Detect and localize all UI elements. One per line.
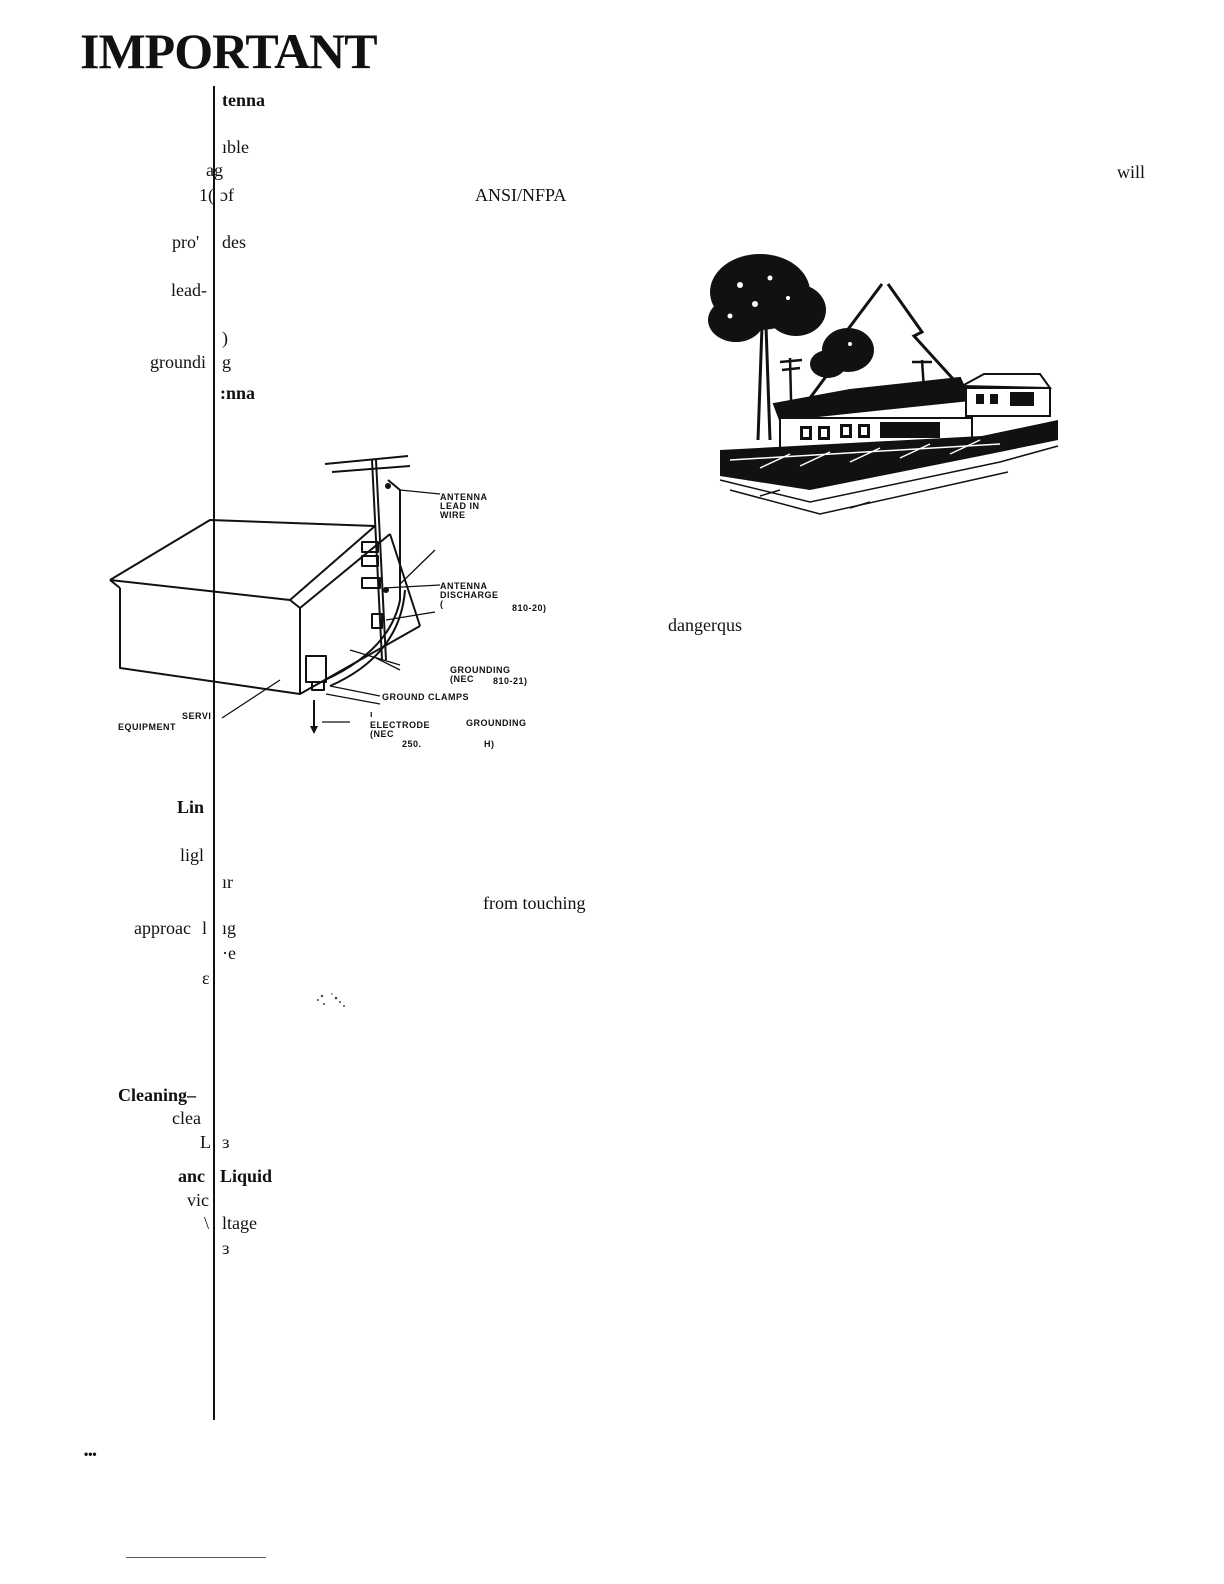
column-rule (213, 86, 215, 1420)
text-fragment-or: ır (222, 872, 233, 892)
label-electrode-2: (NEC (370, 729, 394, 739)
label-discharge-3: ( (440, 599, 444, 609)
label-antenna-lead-1: ANTENNA (440, 492, 488, 502)
text-fragment-and: anc (178, 1166, 205, 1186)
text-fragment-vic: vic (187, 1190, 209, 1210)
lightning-house-illustration (708, 254, 1059, 515)
text-fragment-paren: ) (222, 328, 228, 348)
label-electrode-1: ELECTRODE (370, 720, 431, 730)
label-discharge-1: ANTENNA (440, 581, 488, 591)
text-fragment-tenna: tenna (222, 90, 266, 110)
label-grounding-2: (NEC (450, 674, 474, 684)
text-fragment-u-left: L (200, 1132, 211, 1152)
text-fragment-ag: ag (206, 160, 223, 180)
text-fragment-ible: ıble (222, 137, 249, 157)
text-fragment-nna: :nna (220, 383, 256, 403)
label-discharge-2: DISCHARGE (440, 590, 499, 600)
label-electrode-mark: ı (370, 709, 374, 719)
text-fragment-groundi: groundi (150, 352, 206, 372)
text-fragment-e2: ɜ (222, 1238, 230, 1258)
label-discharge-code: 810-20) (512, 603, 547, 613)
text-fragment-ng: ıg (222, 918, 237, 938)
label-service: SERVI (182, 711, 212, 721)
label-electrode-code: 250. (402, 739, 422, 749)
label-antenna-lead-2: LEAD IN (440, 501, 480, 511)
text-fragment-lead: lead- (171, 280, 207, 300)
label-grounding-code: 810-21) (493, 676, 528, 686)
text-fragment-pro: pro' (172, 232, 200, 252)
text-fragment-from-touching: from touching (483, 893, 586, 913)
ink-smudge (317, 993, 345, 1007)
label-electrode-end: H) (484, 739, 495, 749)
text-fragment-tick: \ (204, 1213, 210, 1233)
footer-marker: ••• (84, 1447, 97, 1461)
text-fragment-approac: approac (134, 918, 191, 938)
page-title: IMPORTANT (80, 23, 378, 79)
text-fragment-dangerous: dangerqus (668, 615, 742, 635)
footer-rule (126, 1557, 266, 1558)
antenna-grounding-diagram (109, 455, 441, 734)
text-fragment-des: des (222, 232, 246, 252)
label-ground-clamps: GROUND CLAMPS (382, 692, 469, 702)
text-fragment-will: will (1117, 162, 1146, 182)
label-electrode-grounding: GROUNDING (466, 718, 527, 728)
text-fragment-lin: Lin (177, 797, 205, 817)
text-fragment-ligl: ligl (180, 845, 205, 865)
label-equipment: EQUIPMENT (118, 722, 177, 732)
label-antenna-lead-3: WIRE (440, 510, 466, 520)
text-fragment-e: ·e (222, 943, 236, 963)
text-fragment-l-of-b: ɔf (220, 185, 234, 205)
text-fragment-u-right: ɜ (222, 1132, 230, 1152)
text-fragment-k: l (202, 918, 208, 938)
text-fragment-clea: clea (172, 1108, 201, 1128)
text-fragment-ltage: ltage (222, 1213, 257, 1233)
text-fragment-g: g (222, 352, 231, 372)
text-fragment-cleaning: Cleaning– (118, 1085, 197, 1105)
text-fragment-ansi: ANSI/NFPA (475, 185, 567, 205)
text-fragment-liquid: Liquid (220, 1166, 273, 1186)
text-fragment-l-of-a: 1( (199, 185, 214, 205)
text-fragment-a: ɛ (202, 968, 210, 988)
label-grounding-1: GROUNDING (450, 665, 511, 675)
